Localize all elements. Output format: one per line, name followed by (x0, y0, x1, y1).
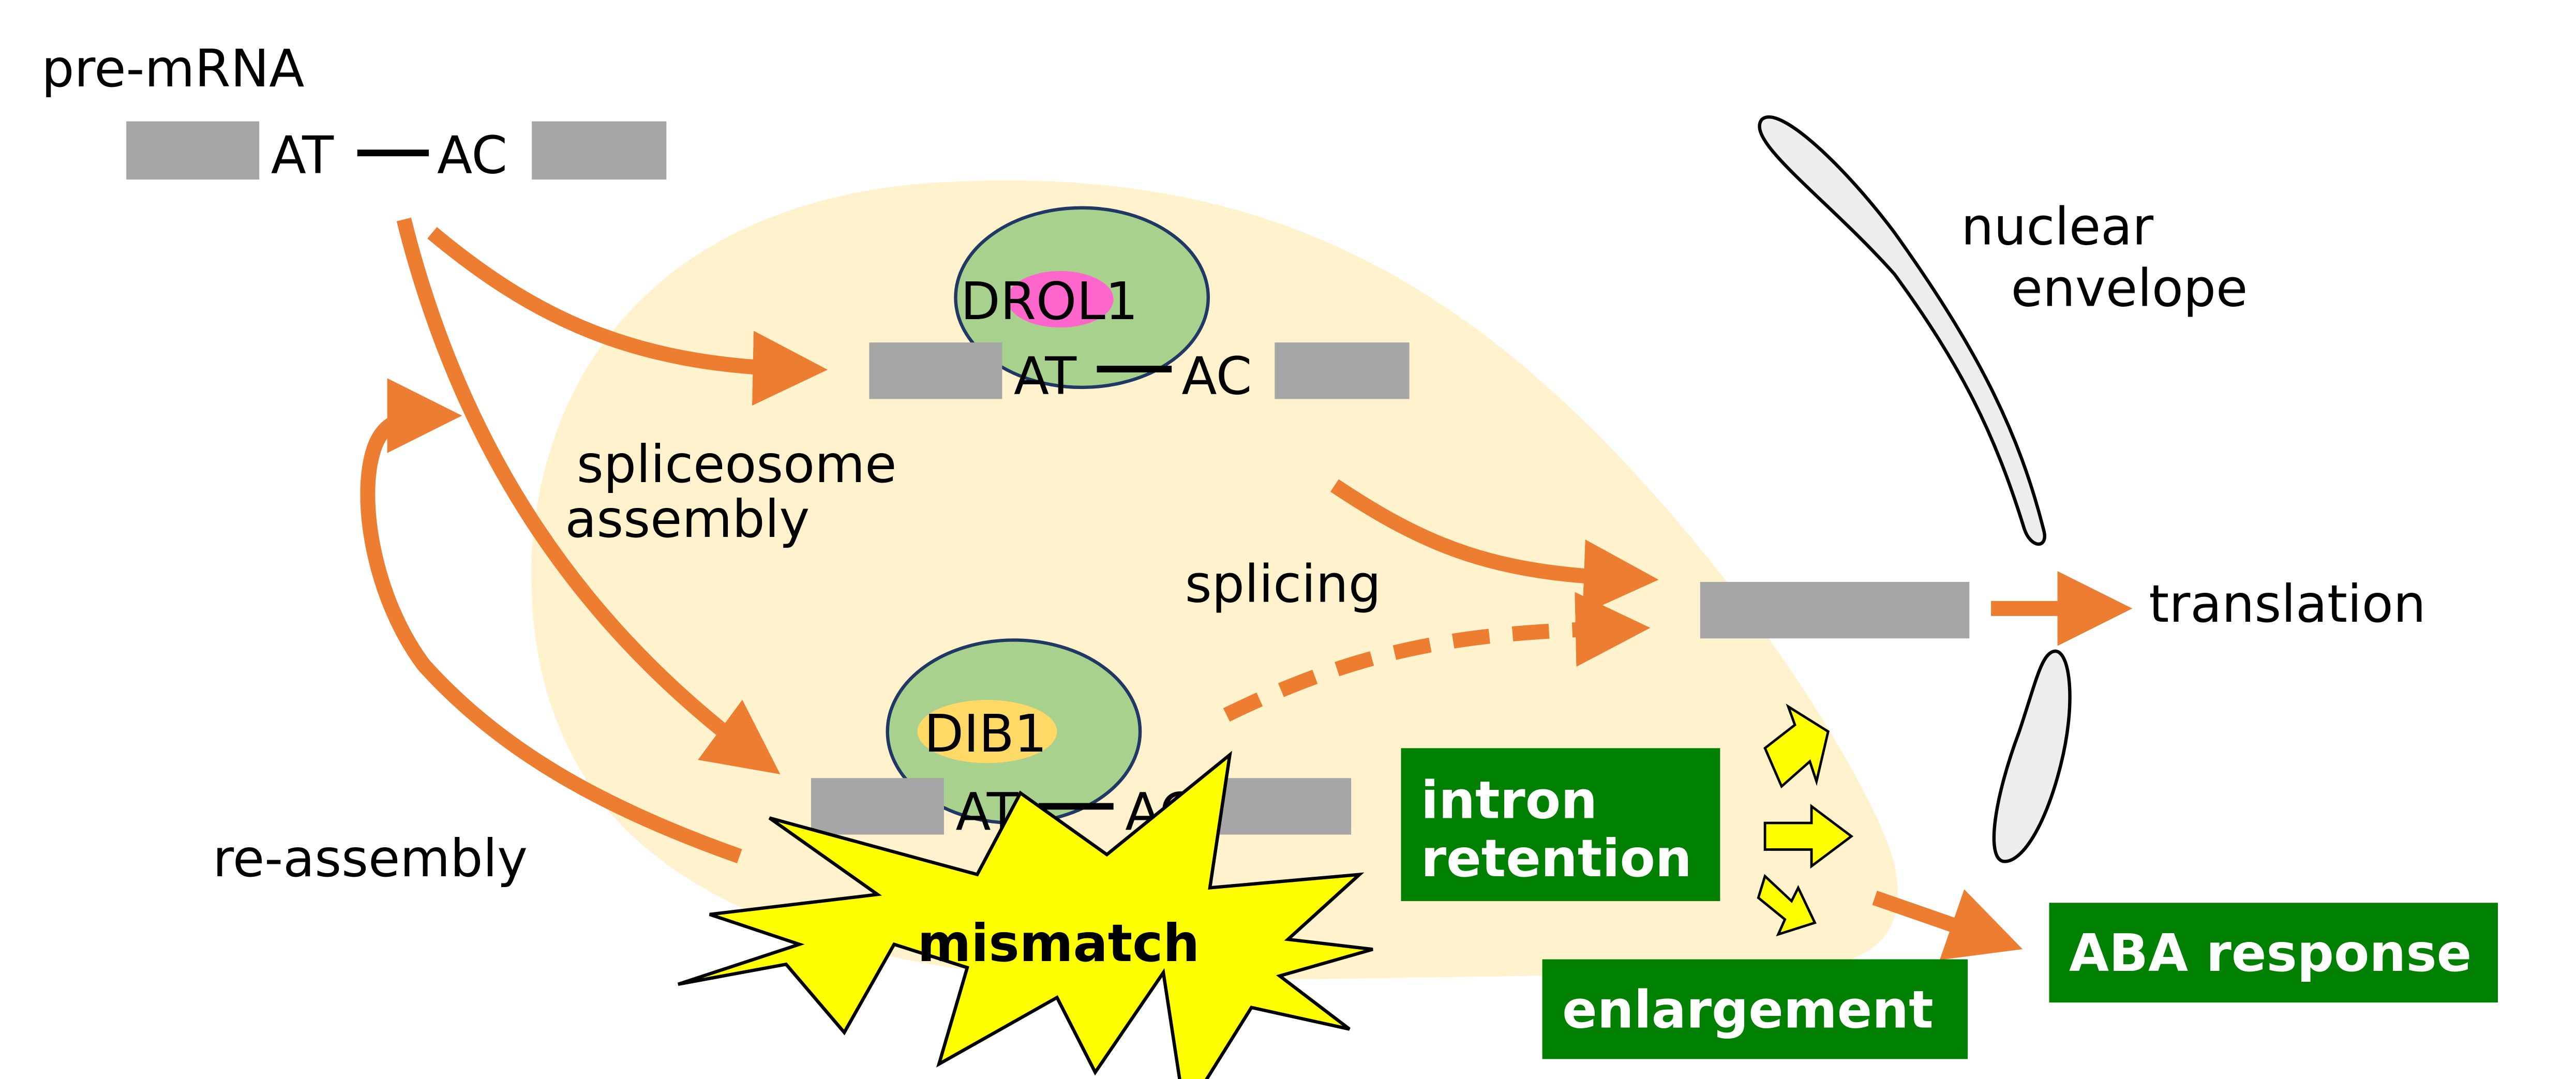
arrow-to-dib1 (396, 217, 781, 774)
exon-left (126, 121, 260, 180)
intron-retention-label-line1: intron (1421, 771, 1597, 830)
intron-ac: AC (1181, 347, 1252, 407)
intron-ac: AC (437, 126, 507, 185)
nuclear-envelope-label-line2: envelope (2011, 259, 2248, 318)
arrow-to-drol1 (427, 227, 828, 406)
intron-retention-box: intron retention (1401, 748, 1720, 902)
aba-response-label: ABA response (2069, 924, 2472, 983)
nuclear-envelope-upper (1758, 115, 2046, 546)
drol1-label: DROL1 (961, 272, 1138, 332)
yellow-arrow-down (1757, 874, 1817, 937)
enlargement-label: enlargement (1562, 980, 1934, 1040)
exon-right (1216, 778, 1352, 835)
dib1-protein (917, 700, 1057, 763)
mature-mrna (1700, 581, 1970, 639)
arrow-re-assembly (360, 378, 742, 863)
arrow-aba-response (1872, 889, 2023, 960)
yellow-arrow-right (1763, 804, 1854, 869)
dib1-label: DIB1 (924, 705, 1047, 764)
arrow-splicing-dashed (1223, 592, 1651, 722)
pre-mrna-label: pre-mRNA (41, 39, 304, 99)
intron-retention-label-line2: retention (1421, 829, 1692, 889)
nuclear-envelope-label-line1: nuclear (1961, 197, 2153, 257)
drol1-gene: AT AC (869, 342, 1410, 407)
intron-at: AT (271, 126, 334, 185)
mismatch-burst (677, 751, 1373, 1079)
yellow-arrow-up (1763, 703, 1830, 789)
intron-at: AT (1014, 347, 1077, 407)
exon-left (811, 778, 944, 835)
re-assembly-label: re-assembly (213, 829, 528, 889)
effect-arrows (1757, 703, 1854, 937)
translation-label: translation (2149, 575, 2426, 634)
spliceosome-assembly-label-line2: assembly (565, 490, 810, 549)
spliceosome-assembly-label-line1: spliceosome (577, 435, 897, 494)
arrow-splicing (1330, 479, 1659, 615)
exon-right (532, 121, 667, 180)
splicing-label: splicing (1185, 555, 1381, 615)
enlargement-box: enlargement (1542, 959, 1968, 1059)
nuclear-envelope-lower (1992, 649, 2072, 863)
drol1-protein (1007, 271, 1114, 328)
exon-right (1275, 342, 1410, 399)
mismatch-label: mismatch (918, 914, 1200, 973)
aba-response-box: ABA response (2049, 903, 2498, 1003)
exon-left (869, 342, 1002, 399)
pre-mrna-gene: AT AC (126, 121, 667, 185)
